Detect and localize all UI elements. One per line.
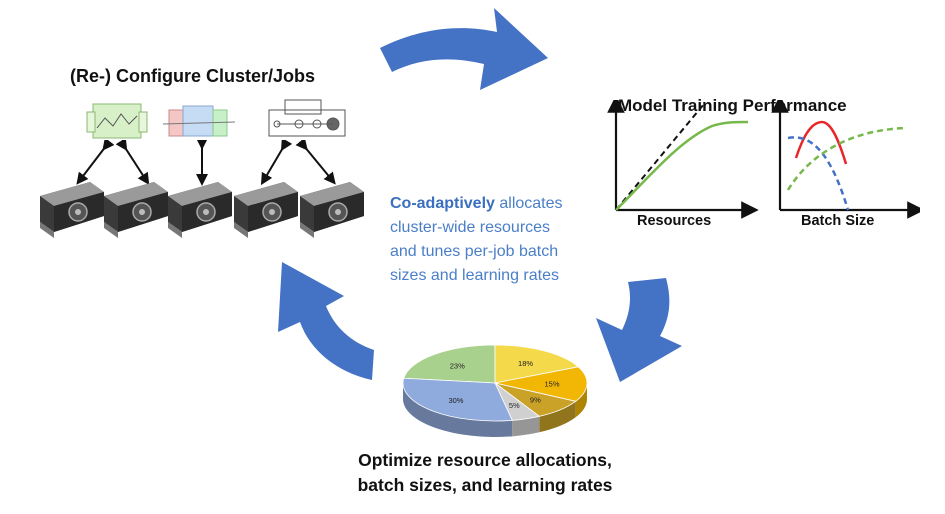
pie-slice-side [512, 416, 540, 437]
configure-title: (Re-) Configure Cluster/Jobs [70, 66, 316, 86]
gpu-card-icon [299, 181, 365, 239]
center-highlight: Co-adaptively [390, 195, 495, 212]
center-line4: sizes and learning rates [390, 267, 559, 284]
pie-slice-label: 18% [518, 359, 533, 368]
resources-xlabel: Resources [637, 213, 712, 229]
actual-scaling-curve [615, 120, 749, 211]
red-curve [794, 120, 848, 165]
pie-slice-label: 30% [448, 396, 463, 405]
pie-slice-label: 5% [509, 401, 520, 410]
pie-slice [402, 377, 513, 422]
pie-slice-label: 23% [450, 361, 465, 370]
gpu-card-icon [40, 181, 105, 239]
cycle-arrow-left-icon [278, 262, 374, 380]
ideal-scaling-line [615, 103, 705, 211]
gpu-card-icon [233, 181, 299, 239]
cycle-arrow-top-icon [380, 8, 548, 90]
performance-title: Model Training Performance [618, 96, 847, 115]
bottom-line2: batch sizes, and learning rates [357, 475, 613, 495]
model-graphs [86, 99, 346, 139]
pie-slice [494, 344, 580, 384]
pie-slice-side [539, 401, 576, 433]
bottom-line1: Optimize resource allocations, [358, 450, 612, 470]
center-line2: cluster-wide resources [390, 219, 551, 236]
center-line1: allocates [494, 195, 563, 212]
cycle-arrow-right-icon [596, 278, 682, 382]
pie-slice-label: 15% [545, 380, 560, 389]
gpu-card-icon [167, 181, 233, 239]
blue-dashed-curve [787, 136, 850, 211]
model-graph-icon [268, 99, 346, 137]
model-graph-icon [162, 105, 236, 137]
pie-slice [494, 366, 588, 402]
gpu-row [40, 181, 365, 239]
pie-slice-label: 9% [530, 396, 541, 405]
batch-size-xlabel: Batch Size [801, 213, 875, 229]
center-line3: and tunes per-job batch [390, 243, 559, 260]
connection-arrows [76, 140, 336, 186]
model-graph-icon [86, 103, 148, 139]
batch-size-chart [771, 100, 920, 219]
resources-chart [607, 100, 759, 219]
green-dashed-curve [786, 126, 907, 191]
pie-chart: 23% 18% 15% 9% 5% 30% [402, 344, 588, 437]
bottom-caption: Optimize resource allocations, batch siz… [300, 448, 670, 498]
pie-slice-side [575, 383, 587, 418]
gpu-card-icon [103, 181, 169, 239]
center-description: Co-adaptively allocates cluster-wide res… [390, 192, 610, 288]
pie-slice-side [403, 383, 513, 437]
pie-slice [403, 344, 496, 384]
